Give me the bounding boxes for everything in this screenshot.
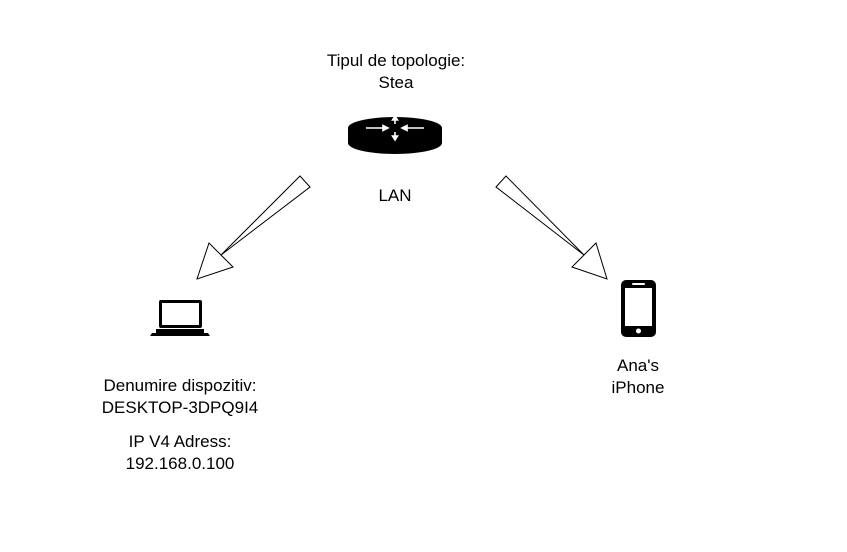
ip-address-value: 192.168.0.100 [125, 454, 235, 473]
laptop-icon [150, 300, 210, 336]
laptop-ip-block: IP V4 Adress: 192.168.0.100 [60, 431, 300, 475]
topology-title: Tipul de topologie: [326, 51, 466, 70]
topology-value: Stea [378, 73, 414, 92]
laptop-name-block: Denumire dispozitiv: DESKTOP-3DPQ9I4 [60, 375, 300, 419]
topology-label: Tipul de topologie: Stea [296, 50, 496, 94]
router-label: LAN [378, 186, 412, 205]
smartphone-icon [621, 280, 656, 337]
phone-owner: Ana's [617, 356, 659, 375]
arrow-router-to-phone [495, 175, 608, 280]
device-name-label: Denumire dispozitiv: [103, 376, 257, 395]
device-name-value: DESKTOP-3DPQ9I4 [101, 398, 259, 417]
arrow-router-to-laptop [196, 175, 311, 280]
phone-model: iPhone [611, 378, 665, 397]
router-icon [348, 114, 442, 154]
ip-address-label: IP V4 Adress: [128, 432, 232, 451]
phone-label: Ana's iPhone [588, 355, 688, 399]
